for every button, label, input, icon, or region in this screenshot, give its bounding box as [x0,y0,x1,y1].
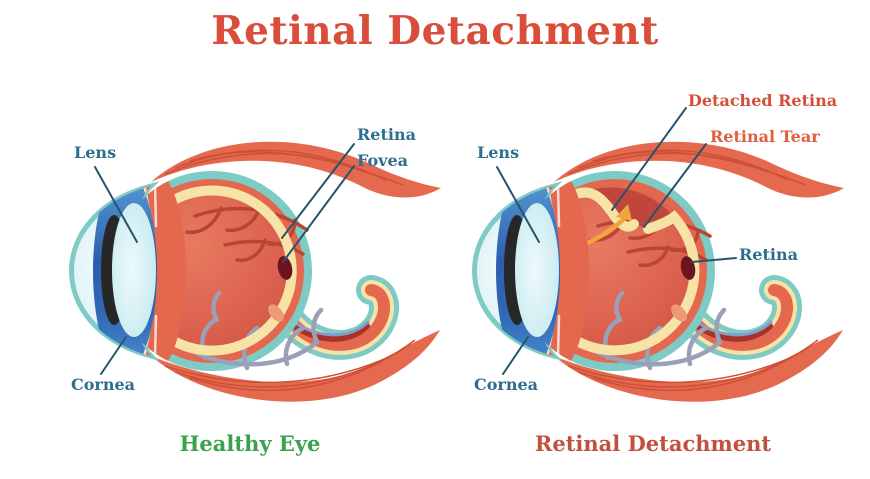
healthy-eye-figure [55,130,445,430]
inferior-muscle [554,330,843,402]
optic-disc [671,304,687,322]
label-retina-right: Retina [739,245,798,264]
optic-disc [268,304,284,322]
caption-retinal-detachment: Retinal Detachment [534,431,772,456]
lens-shape [515,203,559,337]
upper-vessels [588,216,712,268]
label-cornea-left: Cornea [71,375,136,394]
healthy-eye-illustration [69,141,441,402]
lens-shape [112,203,156,337]
detached-retina-flap [561,187,639,232]
label-cornea-right: Cornea [474,375,539,394]
inferior-muscle [151,330,440,402]
caption-healthy-eye: Healthy Eye [179,431,321,456]
label-detached-retina: Detached Retina [688,91,838,110]
label-retinal-tear: Retinal Tear [710,127,820,146]
label-retina-left: Retina [357,125,416,144]
label-lens-right: Lens [477,143,520,162]
label-fovea-left: Fovea [357,151,408,170]
anterior-segment [496,171,589,371]
anterior-segment [93,171,186,371]
label-lens-left: Lens [74,143,117,162]
page-title: Retinal Detachment [211,8,659,54]
